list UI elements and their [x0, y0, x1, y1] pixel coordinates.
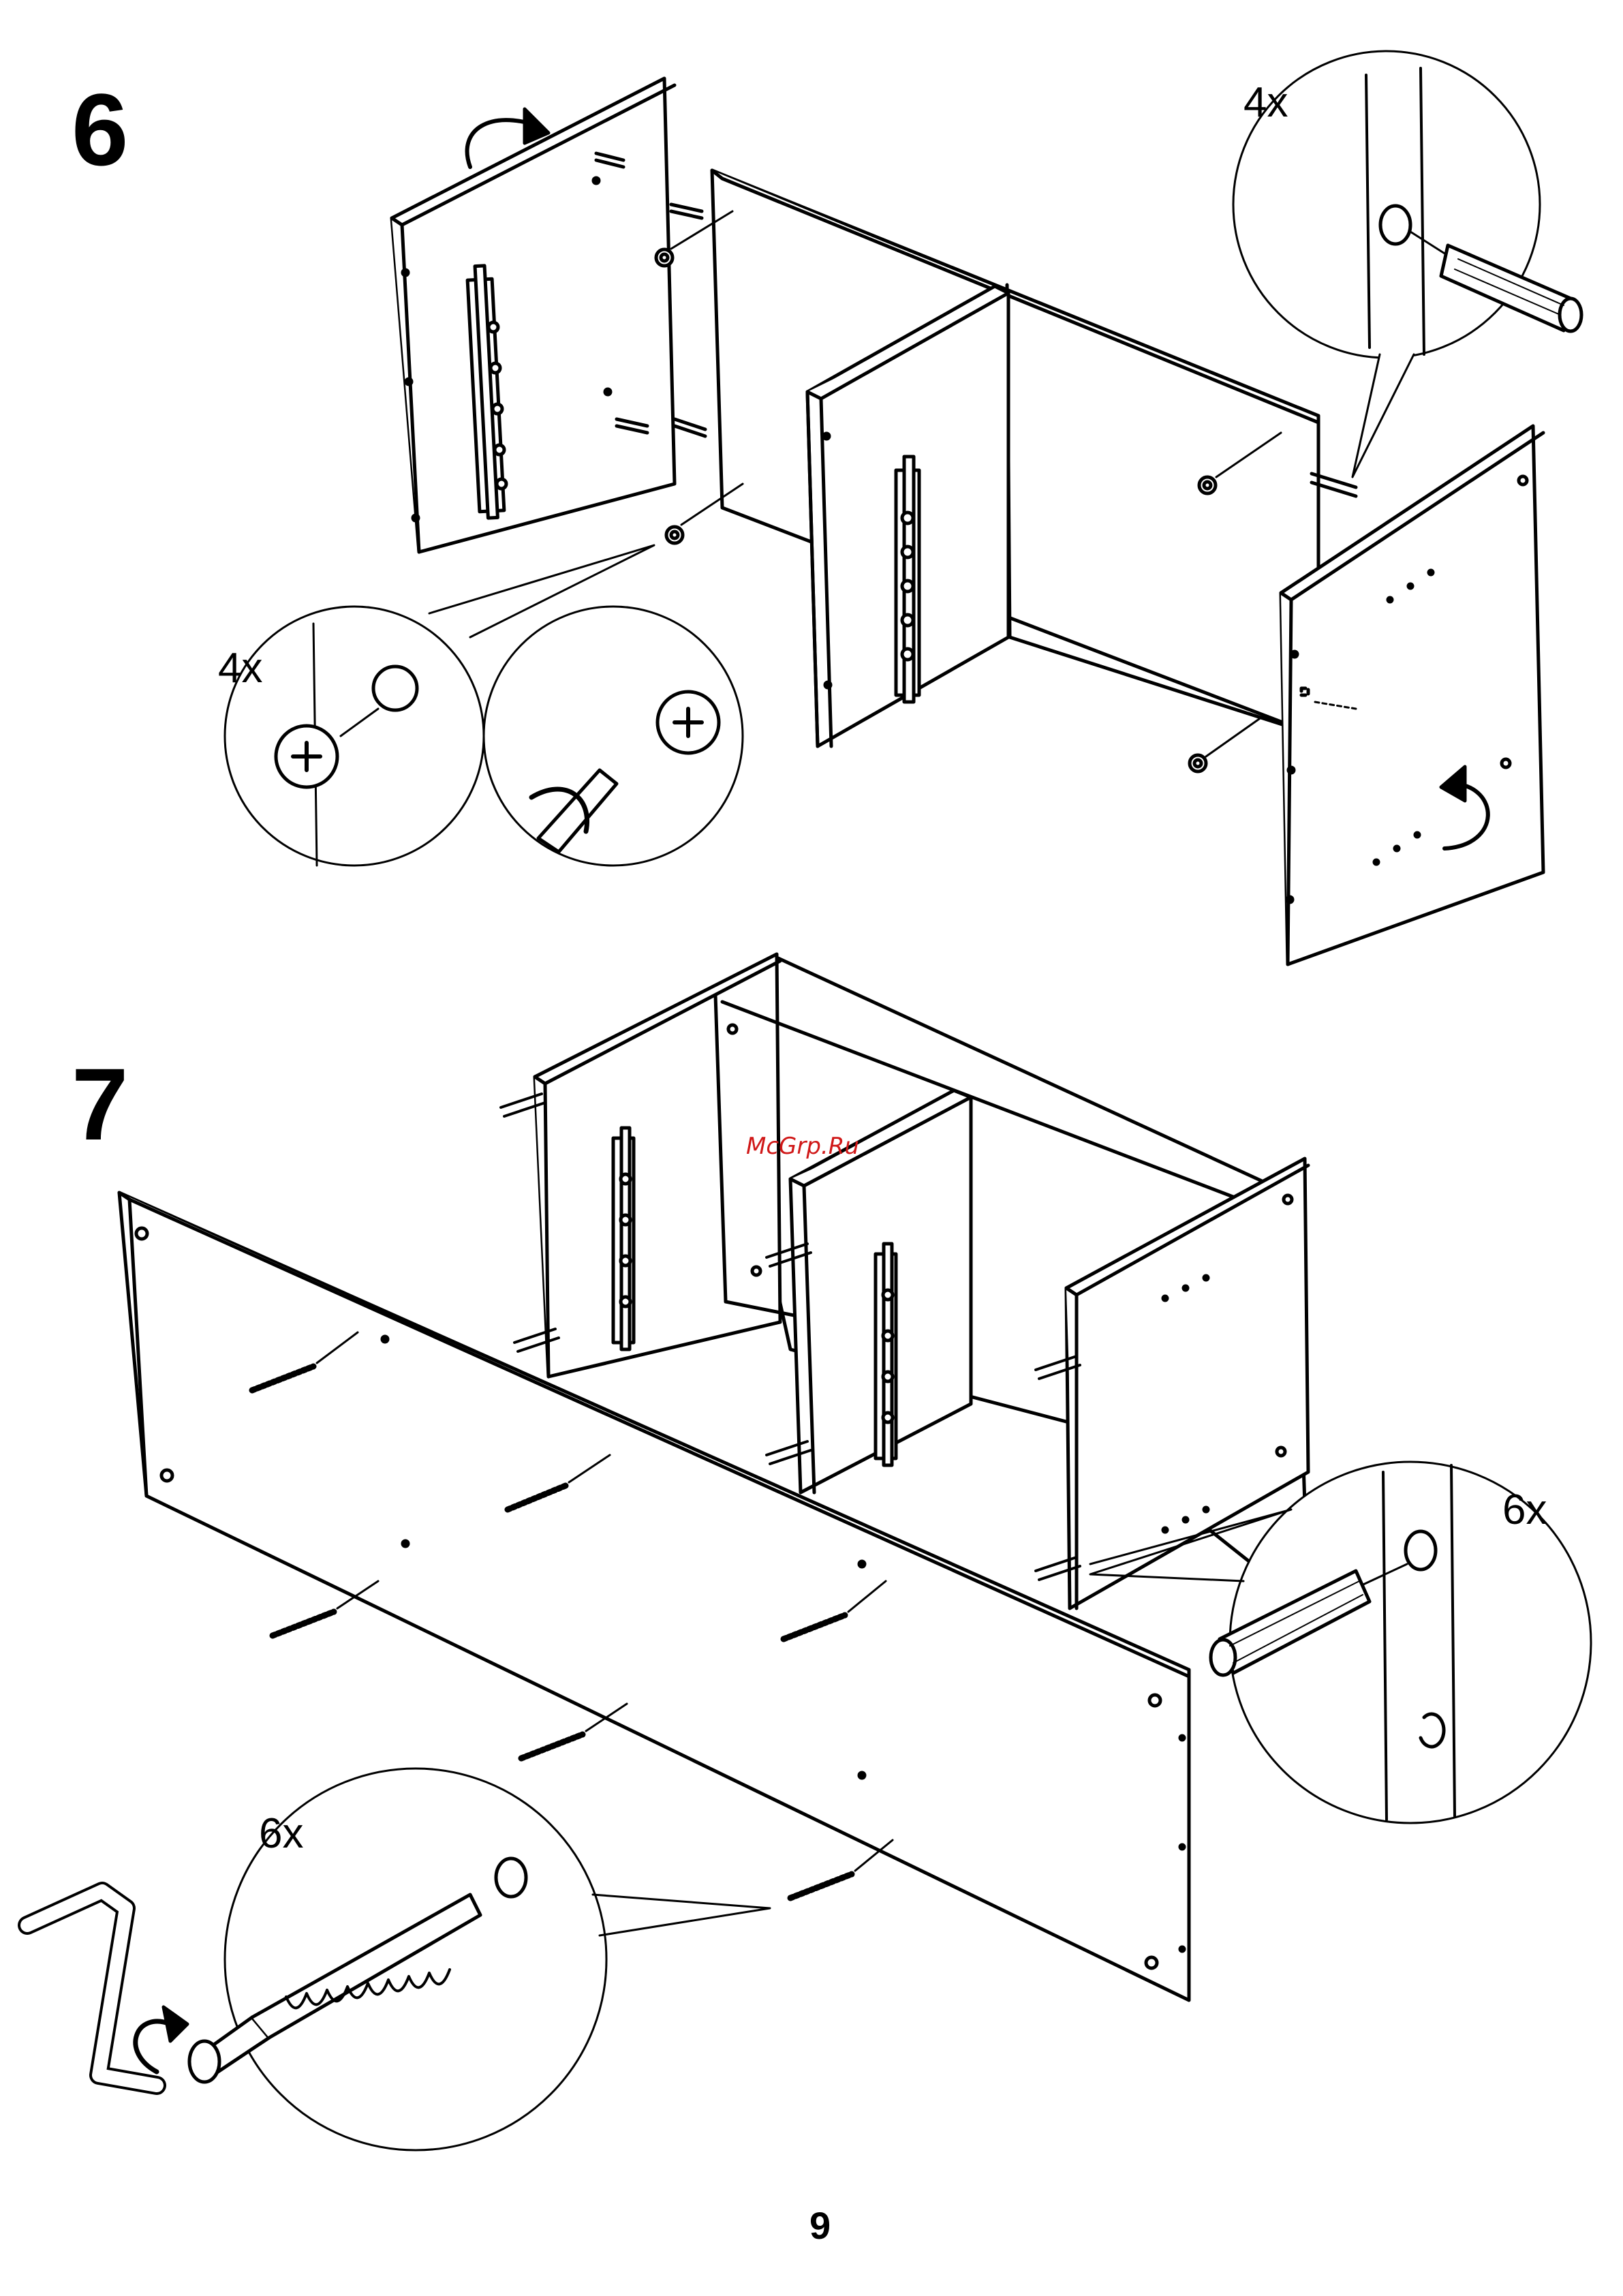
step6-back-panel	[712, 170, 1318, 736]
step-6-number: 6	[72, 78, 128, 181]
step6-right-side-panel	[1281, 426, 1543, 964]
watermark: McGrp.Ru	[746, 1135, 859, 1158]
step-6-illustration	[225, 51, 1581, 964]
step6-camlock-callout	[225, 545, 743, 866]
step-7-number: 7	[72, 1053, 128, 1155]
step7-screw-quantity: 6x	[259, 1813, 303, 1855]
step7-dowel-quantity: 6x	[1502, 1489, 1547, 1531]
step6-left-side-panel	[392, 78, 675, 552]
step6-camlock-quantity: 4x	[218, 647, 262, 690]
page-number: 9	[809, 2207, 831, 2245]
step7-screw-callout	[27, 1769, 770, 2150]
step6-dowel-quantity: 4x	[1243, 82, 1288, 124]
